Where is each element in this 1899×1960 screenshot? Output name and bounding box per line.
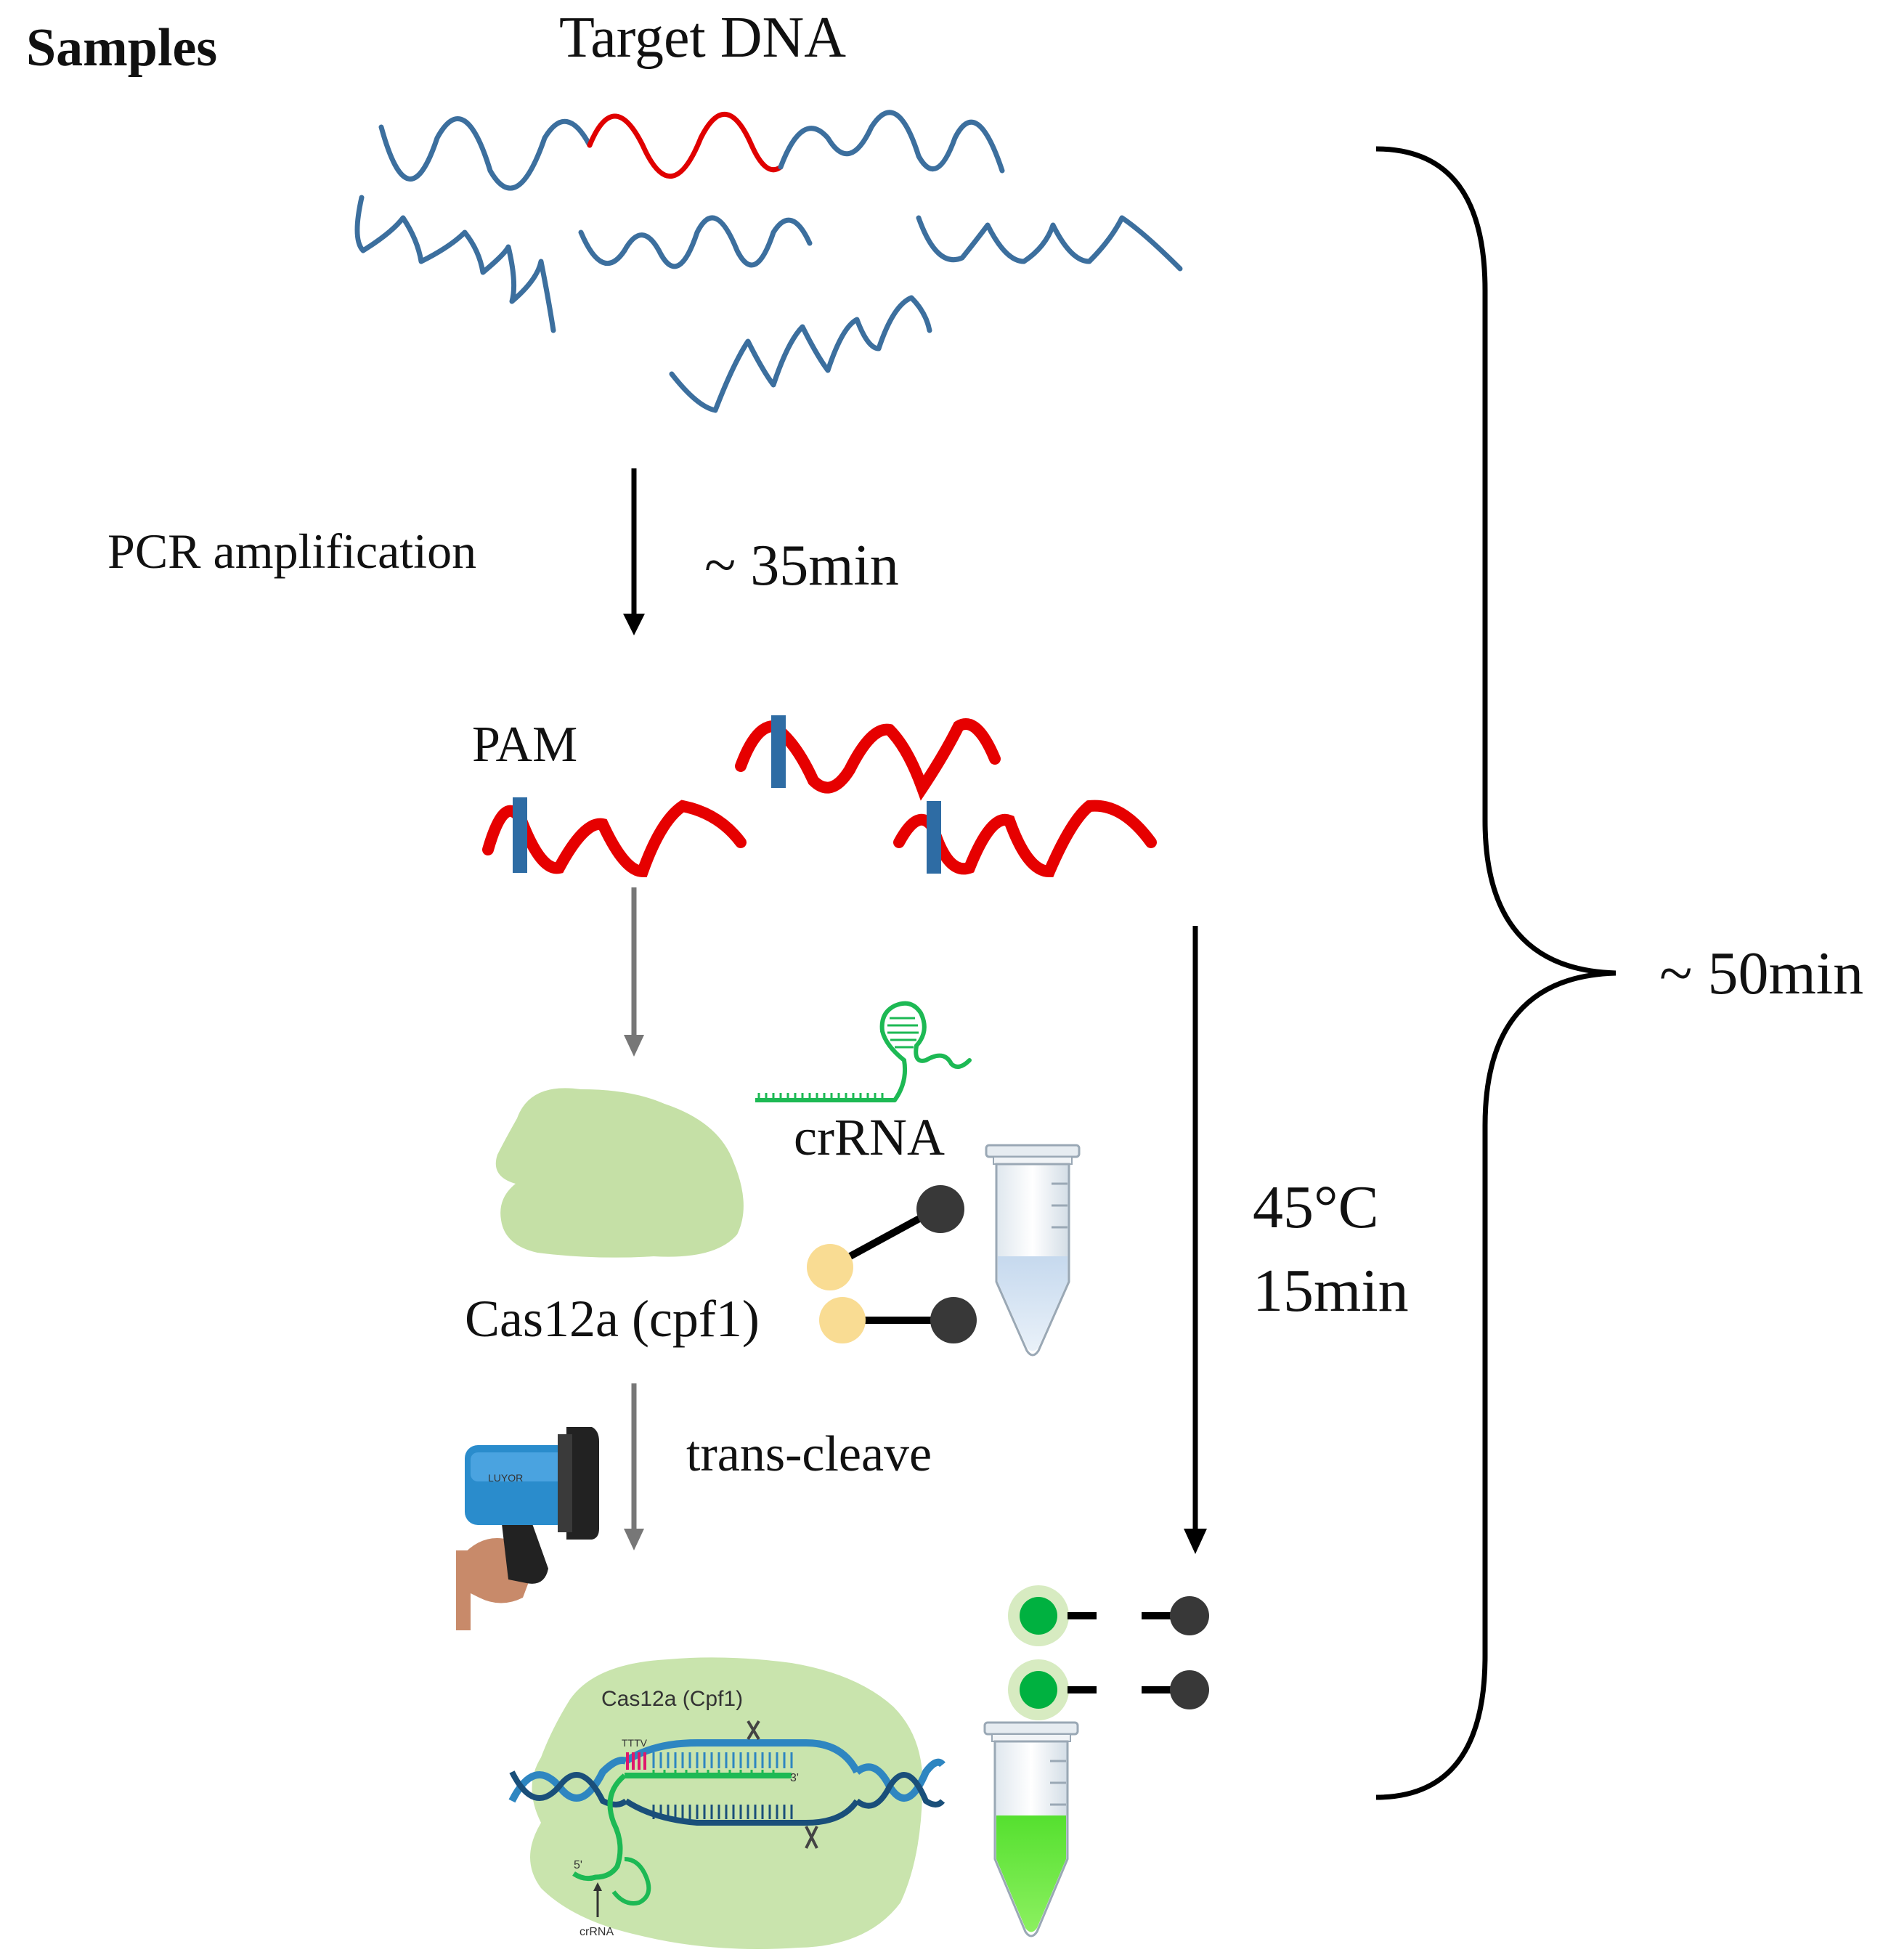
- cas12a-complex-illustration: Cas12a (Cpf1) TTTV: [508, 1657, 946, 1949]
- pam-marker-1: [513, 797, 527, 873]
- pcr-amplification-label: PCR amplification: [107, 524, 476, 579]
- dna-strand-row3: [669, 295, 932, 413]
- dna-strand-top-right: [778, 110, 1005, 174]
- complex-title: Cas12a (Cpf1): [601, 1687, 743, 1711]
- grey-arrow-1-head: [624, 1035, 644, 1057]
- complex-five-prime: 5': [574, 1859, 582, 1871]
- complex-pam-label: TTTV: [622, 1737, 648, 1749]
- dna-strand-row2-middle: [578, 215, 813, 269]
- pam-marker-2: [771, 715, 786, 788]
- reporter-probe-intact-2: [819, 1297, 977, 1343]
- quencher-icon: [930, 1297, 977, 1343]
- amplicons: [482, 715, 1157, 878]
- handheld-uv-lamp-icon: LUYOR: [456, 1427, 599, 1630]
- complex-three-prime: 3': [790, 1772, 799, 1784]
- quencher-icon: [1170, 1596, 1209, 1635]
- quencher-icon: [916, 1185, 964, 1233]
- cleaved-reporter-1: [1008, 1585, 1209, 1646]
- fluorophore-active-icon: [1020, 1597, 1057, 1635]
- cleaved-reporter-2: [1008, 1659, 1209, 1720]
- target-dna-strands: [354, 110, 1183, 413]
- total-time-brace: [1375, 146, 1617, 1800]
- fluorophore-icon: [819, 1297, 866, 1343]
- reaction-tube-icon: [985, 1144, 1081, 1357]
- pam-label: PAM: [472, 717, 577, 773]
- quencher-icon: [1170, 1670, 1209, 1709]
- temperature-label: 45°C: [1253, 1174, 1379, 1241]
- dna-strand-row2-left: [354, 195, 556, 333]
- incubation-time-label: 15min: [1253, 1257, 1409, 1325]
- pcr-time-label: ~ 35min: [704, 534, 899, 598]
- fluorophore-icon: [807, 1244, 853, 1290]
- total-time-label: ~ 50min: [1659, 940, 1863, 1007]
- target-dna-label: Target DNA: [559, 6, 846, 70]
- crrna-icon: [755, 1001, 972, 1102]
- reporter-probe-intact-1: [807, 1185, 964, 1290]
- cas12a-label: Cas12a (cpf1): [465, 1290, 760, 1348]
- pcr-arrow-head: [623, 614, 645, 635]
- dna-strand-top-left: [378, 116, 593, 191]
- trans-cleave-label: trans-cleave: [686, 1426, 932, 1482]
- samples-label: Samples: [26, 18, 217, 78]
- incubation-arrow-head: [1184, 1529, 1207, 1554]
- crrna-pointer-head: [593, 1882, 602, 1891]
- complex-crrna-label: crRNA: [580, 1926, 614, 1938]
- device-brand: LUYOR: [488, 1472, 523, 1484]
- reaction-tube-fluorescent-icon: [983, 1721, 1079, 1937]
- grey-arrow-2-head: [624, 1529, 644, 1550]
- cut-site-icon: [747, 1720, 818, 1849]
- crrna-label: crRNA: [794, 1108, 945, 1166]
- cas12a-protein-icon: [495, 1088, 744, 1258]
- cas12a-complex-protein: [530, 1657, 923, 1949]
- dna-target-region: [587, 112, 784, 179]
- dna-strand-row2-right: [916, 215, 1183, 272]
- pam-marker-3: [927, 801, 941, 874]
- fluorophore-active-icon: [1020, 1671, 1057, 1709]
